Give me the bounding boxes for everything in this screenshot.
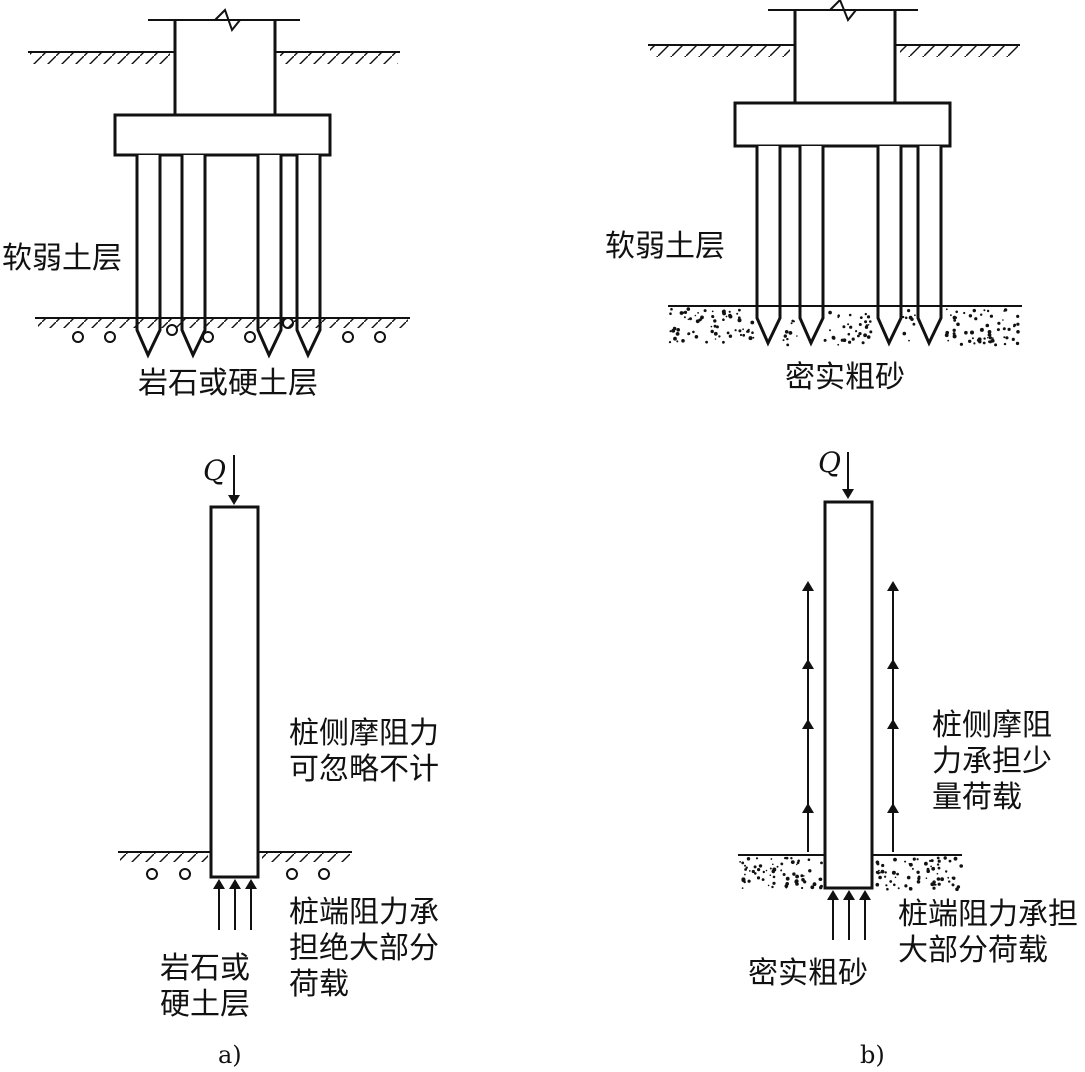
load-symbol: Q xyxy=(818,446,841,479)
panel-b-bottom: Q 桩侧摩阻 力承担少 量荷载 桩端阻力承担 大部分荷载 xyxy=(738,446,1078,1069)
end-resistance-note-line1: 桩端阻力承 xyxy=(289,895,439,930)
end-resistance-arrows xyxy=(213,879,257,930)
side-friction-note-line2: 力承担少 xyxy=(932,744,1052,779)
bearing-layer-label: 密实粗砂 xyxy=(785,360,905,395)
single-pile xyxy=(209,505,260,879)
bearing-layer-label-line2: 硬土层 xyxy=(160,987,250,1022)
panel-a-bottom: Q 桩侧摩阻力 可忽略不计 桩端阻力承 担绝大部分 荷载 岩石或 硬土层 a) xyxy=(118,454,439,1069)
sand-layer xyxy=(668,305,1022,347)
caption-b: b) xyxy=(860,1041,885,1069)
rock-layer xyxy=(118,851,352,880)
soft-layer-label: 软弱土层 xyxy=(2,241,122,276)
bearing-layer-label-line1: 岩石或 xyxy=(160,951,250,986)
panel-a-top: 软弱土层 岩石或硬土层 xyxy=(2,8,410,401)
end-resistance-note-line1: 桩端阻力承担 xyxy=(898,897,1078,932)
end-resistance-note-line3: 荷载 xyxy=(289,967,349,1002)
panel-b-top: 软弱土层 密实粗砂 xyxy=(605,0,1022,395)
soft-layer-label: 软弱土层 xyxy=(605,229,725,264)
piles xyxy=(135,155,322,359)
single-pile xyxy=(823,500,874,890)
ground-surface xyxy=(648,44,1020,57)
piles xyxy=(755,146,943,347)
end-resistance-note-line2: 担绝大部分 xyxy=(289,931,439,966)
side-friction-note-line2: 可忽略不计 xyxy=(289,752,439,787)
bearing-layer-label: 密实粗砂 xyxy=(748,956,868,991)
rock-layer xyxy=(35,317,410,343)
side-friction-note-line1: 桩侧摩阻 xyxy=(932,708,1052,743)
column xyxy=(148,8,300,115)
load-symbol: Q xyxy=(203,454,226,487)
side-friction-note-line3: 量荷载 xyxy=(932,780,1022,815)
end-resistance-arrows xyxy=(827,890,871,940)
ground-surface xyxy=(28,51,400,64)
caption-a: a) xyxy=(218,1041,242,1069)
side-friction-note-line1: 桩侧摩阻力 xyxy=(289,716,439,751)
bearing-layer-label: 岩石或硬土层 xyxy=(138,366,318,401)
sand-layer xyxy=(738,854,963,891)
end-resistance-note-line2: 大部分荷载 xyxy=(898,933,1048,968)
pile-cap xyxy=(113,113,332,157)
column xyxy=(768,0,918,103)
pile-cap xyxy=(733,101,952,148)
